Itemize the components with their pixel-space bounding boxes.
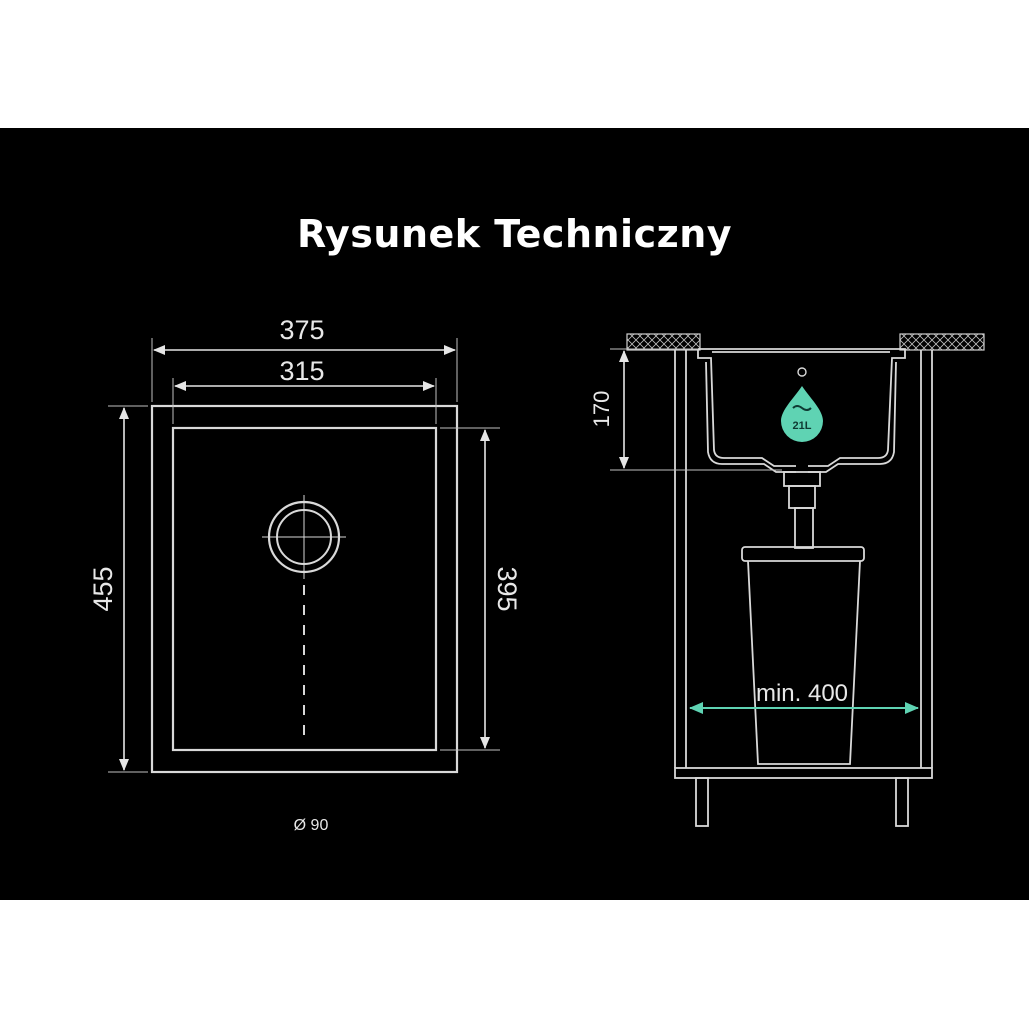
sink-bowl-contour	[171, 426, 438, 752]
top-view	[108, 338, 500, 774]
countertop-right	[899, 333, 985, 351]
countertop-left	[626, 333, 701, 351]
sink-section	[697, 348, 906, 549]
dim-label-170: 170	[589, 391, 614, 428]
dim-label-455: 455	[88, 566, 118, 611]
water-drop-icon: 21L	[781, 386, 823, 442]
dim-label-315: 315	[279, 356, 324, 386]
waste-bin	[741, 546, 865, 765]
dim-label-375: 375	[279, 315, 324, 345]
sink-outer-contour	[150, 404, 459, 774]
dim-label-395: 395	[492, 566, 522, 611]
capacity-label: 21L	[793, 420, 812, 432]
page-title: Rysunek Techniczny	[296, 212, 733, 256]
drain-diameter-label: Ø 90	[294, 817, 329, 834]
drain-symbol	[262, 495, 346, 740]
cabinet	[674, 350, 933, 827]
side-view	[610, 333, 985, 827]
dim-label-min-400: min. 400	[756, 680, 848, 707]
